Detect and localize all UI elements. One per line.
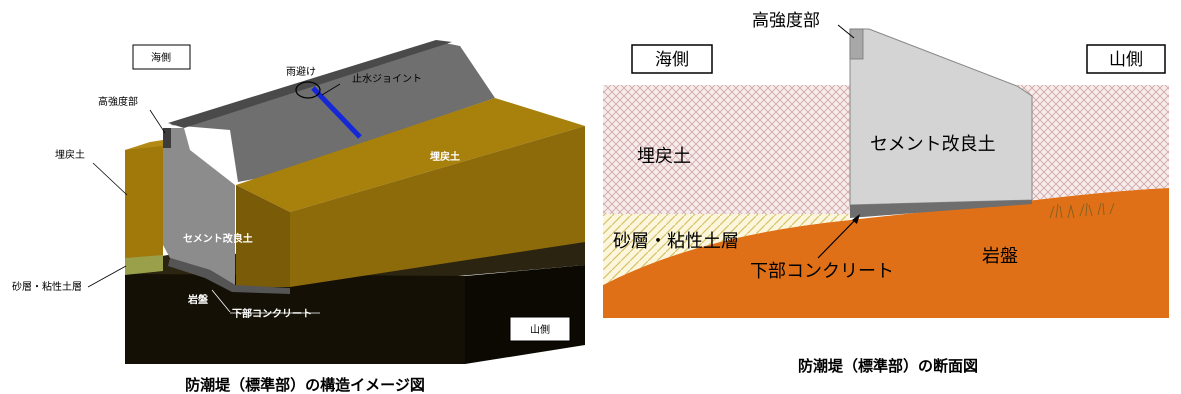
mountain-side-box-left	[509, 316, 571, 342]
sand-layer-label-right: 砂層・粘性土層	[613, 231, 739, 252]
bedrock-front-3d	[125, 274, 465, 364]
high-strength-block	[849, 28, 864, 60]
lower-concrete-label-right: 下部コンクリート	[750, 261, 894, 282]
sand-layer-3d	[125, 255, 163, 275]
sand-layer-label-left: 砂層・粘性土層	[12, 280, 82, 293]
high-strength-leader-right	[837, 24, 855, 39]
high-strength-label-right: 高強度部	[752, 11, 820, 31]
embankment-crest-3d	[168, 40, 452, 128]
high-strength-label-left: 高強度部	[98, 95, 138, 108]
bedrock-area	[603, 188, 1169, 318]
embankment-slope-3d	[170, 42, 495, 182]
high-strength-part-3d	[163, 128, 171, 148]
backfill-left-leader	[92, 162, 128, 196]
backfill-right-side-3d	[290, 126, 585, 287]
sea-side-label-left: 海側	[151, 51, 171, 64]
cement-soil-block	[849, 28, 1033, 206]
bedrock-label-left: 岩盤	[187, 293, 209, 306]
lower-concrete-leader-left	[211, 289, 231, 313]
sand-layer-leader-left	[87, 265, 127, 288]
sea-side-label-right: 海側	[655, 50, 689, 70]
backfill-right-label: 埋戻土	[430, 150, 460, 163]
mountain-side-label-left: 山側	[530, 323, 550, 336]
mountain-side-label-right: 山側	[1109, 50, 1143, 70]
grass-tufts	[1049, 202, 1115, 219]
lower-concrete-arrowhead	[852, 214, 860, 224]
sea-side-box-right	[631, 44, 713, 74]
mountain-side-box-right	[1086, 44, 1166, 74]
high-strength-leader-left	[149, 109, 166, 134]
lower-concrete-leader-right	[817, 216, 859, 259]
bedrock-label-right: 岩盤	[982, 246, 1018, 267]
rain-cover-label: 雨避け	[286, 65, 316, 78]
backfill-right-top-3d	[236, 98, 585, 212]
backfill-left-label: 埋戻土	[55, 148, 85, 161]
waterstop-joint-label: 止水ジョイント	[352, 73, 422, 85]
backfill-left-front-3d	[125, 146, 163, 263]
cement-soil-label-left: セメント改良土	[183, 232, 253, 245]
rain-cover-circle	[295, 81, 321, 99]
backfill-label-right: 埋戻土	[637, 146, 691, 167]
left-caption: 防潮堤（標準部）の構造イメージ図	[185, 376, 425, 394]
bedrock-side-3d	[465, 265, 585, 364]
waterstop-joint-line	[311, 86, 362, 139]
cement-soil-label-right: セメント改良土	[870, 134, 996, 155]
right-cross-section: 海側 山側 高強度部 埋戻土 セメント改良土 砂層・粘性土層 下部コンクリート …	[603, 11, 1169, 375]
lower-concrete-block	[850, 200, 1032, 218]
lower-concrete-3d	[168, 258, 290, 294]
left-3d-diagram: 海側 山側 雨避け 止水ジョイント 高強度部 埋戻土 埋戻土 セメント改良土 砂…	[12, 40, 585, 394]
right-caption: 防潮堤（標準部）の断面図	[798, 357, 978, 375]
waterstop-leader	[321, 83, 341, 96]
backfill-right-front-3d	[236, 185, 290, 287]
cement-front-3d	[163, 128, 235, 285]
lower-concrete-label-left: 下部コンクリート	[232, 307, 312, 320]
sand-layer-area	[603, 214, 850, 285]
sea-side-box-left	[132, 44, 191, 70]
